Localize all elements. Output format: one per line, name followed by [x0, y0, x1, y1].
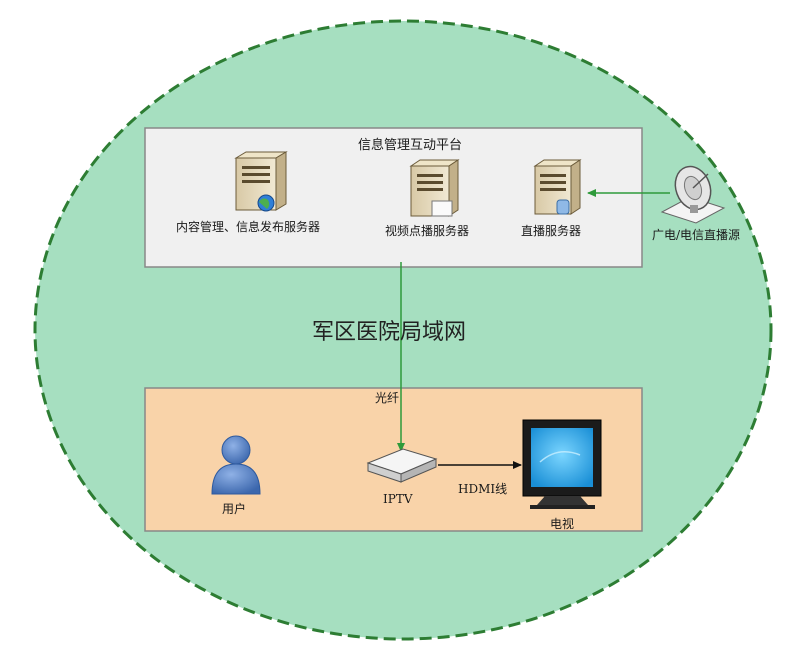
vod-server-icon [409, 159, 460, 217]
platform-title: 信息管理互动平台 [358, 138, 463, 153]
user-icon [211, 435, 261, 495]
live-server-icon [533, 159, 582, 215]
hdmi-label: HDMI线 [458, 482, 508, 496]
content-server-icon [234, 151, 288, 212]
satellite-dish-icon [660, 165, 726, 224]
broadcast-source-label: 广电/电信直播源 [652, 228, 741, 242]
live-server-label: 直播服务器 [521, 224, 582, 238]
iptv-box-icon [366, 448, 438, 483]
content-server-label: 内容管理、信息发布服务器 [176, 220, 321, 234]
tv-icon [522, 419, 602, 509]
iptv-label: IPTV [383, 492, 413, 506]
network-label: 军区医院局域网 [312, 320, 467, 345]
user-label: 用户 [222, 502, 247, 516]
vod-server-label: 视频点播服务器 [385, 224, 470, 238]
tv-label: 电视 [550, 517, 575, 531]
fiber-label: 光纤 [375, 391, 400, 405]
